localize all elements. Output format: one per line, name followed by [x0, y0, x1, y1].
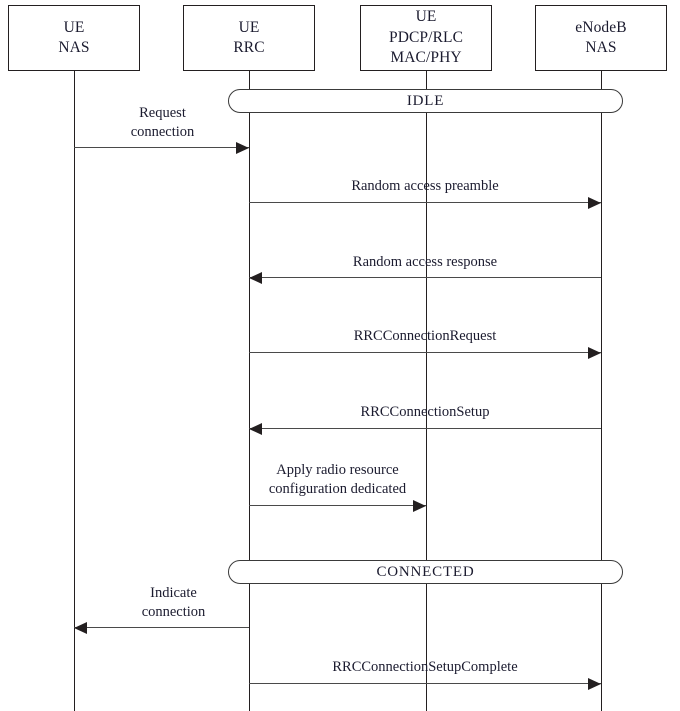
message-label-line: RRCConnectionSetup: [360, 404, 490, 420]
message-label-random-access-response: Random access response: [249, 253, 601, 272]
message-label-request-connection: Request connection: [85, 104, 240, 141]
lifeline-header-label: NAS: [585, 39, 617, 56]
arrow-head-icon-rrc-connection-setup: [249, 423, 262, 435]
message-label-random-access-preamble: Random access preamble: [249, 177, 601, 196]
message-label-line: Random access preamble: [351, 178, 499, 194]
message-line-rrc-connection-request: [249, 352, 601, 353]
lifeline-header-label: UE: [63, 18, 85, 36]
message-label-line: configuration dedicated: [268, 480, 407, 497]
arrow-head-icon-apply-radio-resource-config: [413, 500, 426, 512]
lifeline-header-label: eNodeB: [575, 18, 627, 36]
message-line-rrc-connection-setup: [249, 428, 601, 429]
arrow-head-icon-rrc-connection-request: [588, 347, 601, 359]
lifeline-header-enb-nas: eNodeB NAS: [535, 5, 667, 71]
lifeline-header-ue-nas: UE NAS: [8, 5, 140, 71]
message-label-rrc-connection-request: RRCConnectionRequest: [249, 327, 601, 346]
message-label-line: connection: [130, 123, 195, 140]
arrow-head-icon-random-access-response: [249, 272, 262, 284]
lifeline-header-ue-pdcp: UE PDCP/RLC MAC/PHY: [360, 5, 492, 71]
message-label-line: RRCConnectionRequest: [353, 328, 497, 344]
state-connected: CONNECTED: [228, 560, 623, 584]
message-label-line: Apply radio resource: [276, 462, 399, 478]
message-label-line: Request: [139, 105, 186, 121]
lifeline-header-label: UE: [238, 18, 260, 36]
lifeline-header-label: PDCP/RLC: [388, 28, 464, 46]
lifeline-header-label: UE: [415, 8, 437, 26]
message-label-rrc-connection-setup-complete: RRCConnectionSetupComplete: [249, 658, 601, 677]
message-line-rrc-connection-setup-complete: [249, 683, 601, 684]
lifeline-ue-pdcp: [426, 71, 427, 711]
message-line-random-access-response: [249, 277, 601, 278]
message-line-indicate-connection: [74, 627, 249, 628]
state-idle: IDLE: [228, 89, 623, 113]
lifeline-enb-nas: [601, 71, 602, 711]
arrow-head-icon-rrc-connection-setup-complete: [588, 678, 601, 690]
lifeline-header-label: MAC/PHY: [390, 49, 462, 67]
arrow-head-icon-indicate-connection: [74, 622, 87, 634]
message-line-request-connection: [74, 147, 249, 148]
lifeline-ue-rrc: [249, 71, 250, 711]
lifeline-ue-nas: [74, 71, 75, 711]
message-label-line: connection: [141, 603, 206, 620]
lifeline-header-label: NAS: [58, 39, 90, 56]
message-label-line: Indicate: [150, 585, 197, 601]
message-label-line: RRCConnectionSetupComplete: [332, 659, 518, 675]
message-label-rrc-connection-setup: RRCConnectionSetup: [249, 403, 601, 422]
message-label-line: Random access response: [352, 254, 498, 270]
message-line-apply-radio-resource-config: [249, 505, 426, 506]
lifeline-header-ue-rrc: UE RRC: [183, 5, 315, 71]
message-label-indicate-connection: Indicate connection: [102, 584, 245, 621]
arrow-head-icon-random-access-preamble: [588, 197, 601, 209]
lifeline-header-label: RRC: [233, 39, 265, 56]
message-label-apply-radio-resource-config: Apply radio resource configuration dedica…: [228, 461, 447, 498]
arrow-head-icon-request-connection: [236, 142, 249, 154]
message-line-random-access-preamble: [249, 202, 601, 203]
